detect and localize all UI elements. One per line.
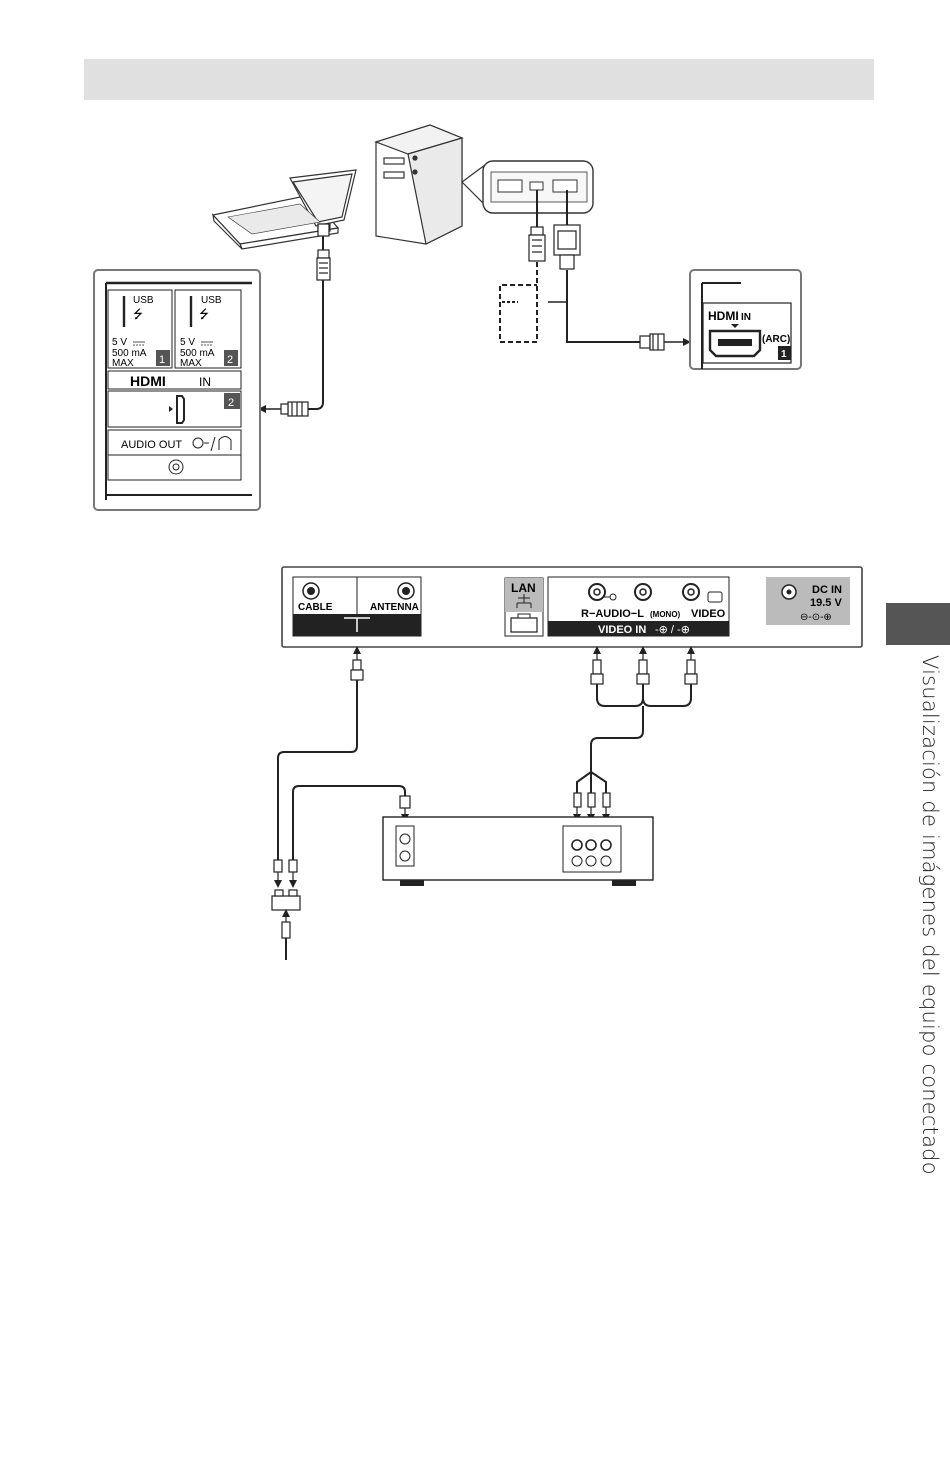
hdmi1-in-label: IN bbox=[741, 312, 751, 323]
antenna-label: ANTENNA bbox=[370, 602, 419, 613]
dc-in-label: DC IN bbox=[812, 584, 842, 596]
rear-panel: CABLE ANTENNA LAN R−AUDIO−L (MONO) VIDEO… bbox=[282, 567, 862, 647]
usb2-power: 5 V bbox=[180, 337, 195, 348]
usb1-icon: ⭍ bbox=[133, 307, 143, 321]
video-in-icons: -⊕ / -⊕ bbox=[655, 624, 690, 636]
hdmi1-number: 1 bbox=[781, 349, 787, 360]
laptop-illustration bbox=[213, 170, 356, 249]
hdmi2-port bbox=[177, 396, 184, 423]
pc-tower-illustration bbox=[376, 125, 462, 244]
cable-port bbox=[307, 587, 315, 595]
hdmi2-number: 2 bbox=[228, 397, 234, 409]
usb1-number: 1 bbox=[159, 354, 165, 366]
video-label: VIDEO bbox=[691, 608, 726, 620]
hdmi1-arc-label: (ARC) bbox=[762, 334, 790, 345]
dc-in-port bbox=[787, 590, 792, 595]
usb2-number: 2 bbox=[227, 354, 233, 366]
composite-cable bbox=[574, 648, 697, 820]
usb1-max: MAX bbox=[112, 358, 134, 369]
hdmi2-in-label: IN bbox=[199, 375, 211, 389]
hdmi1-panel: HDMI IN (ARC) 1 bbox=[690, 270, 801, 369]
usb2-max: MAX bbox=[180, 358, 202, 369]
antenna-cable bbox=[272, 648, 410, 960]
lan-port bbox=[511, 618, 537, 632]
dvi-cable-pc bbox=[548, 190, 689, 350]
usb2-label: USB bbox=[201, 295, 222, 306]
dc-voltage-label: 19.5 V bbox=[810, 597, 842, 609]
usb1-power: 5 V bbox=[112, 337, 127, 348]
antenna-port bbox=[402, 587, 410, 595]
hdmi1-logo: HDMI bbox=[708, 309, 739, 323]
audio-out-jack bbox=[173, 464, 179, 470]
mono-label: (MONO) bbox=[650, 610, 681, 619]
pc-port-zoom bbox=[462, 161, 593, 213]
usb2-icon: ⭍ bbox=[199, 307, 209, 321]
audio-out-label: AUDIO OUT bbox=[121, 439, 182, 451]
vcr-device bbox=[383, 817, 653, 886]
side-input-panel: USB ⭍ 5 V 500 mA MAX 1 USB ⭍ 5 V 500 mA … bbox=[94, 270, 260, 510]
hdmi-cable-laptop bbox=[260, 224, 330, 416]
video-in-label: VIDEO IN bbox=[598, 624, 646, 636]
cable-label: CABLE bbox=[298, 602, 333, 613]
audio-row-label: R−AUDIO−L bbox=[581, 608, 644, 620]
hdmi2-logo: HDMI bbox=[130, 373, 166, 389]
usb1-label: USB bbox=[133, 295, 154, 306]
lan-label: LAN bbox=[511, 581, 536, 595]
splitter bbox=[272, 896, 300, 910]
dc-polarity-icon: ⊖-⊙-⊕ bbox=[800, 612, 832, 623]
